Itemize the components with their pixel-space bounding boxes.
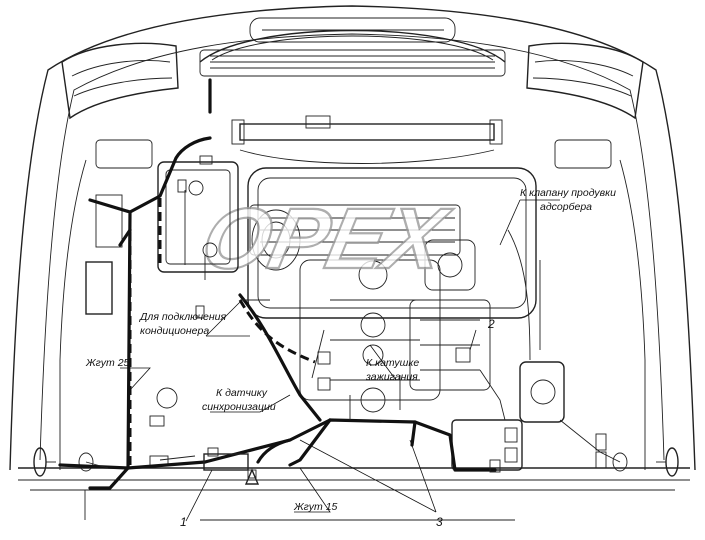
label-harness-25: Жгут 25	[85, 357, 130, 369]
dashed-harness	[128, 198, 316, 468]
label-ac-1: Для подключения	[139, 311, 226, 323]
main-harness	[58, 78, 497, 490]
callout-3: 3	[436, 515, 443, 529]
engine-block	[247, 167, 537, 413]
right-components	[451, 347, 565, 471]
callout-2: 2	[487, 317, 495, 331]
label-sync-sensor-1: К датчику	[216, 387, 268, 399]
radiator-upper-bar	[231, 115, 503, 164]
left-side-lamp	[33, 447, 94, 477]
label-ignition-coil-1: К катушке	[366, 357, 419, 369]
right-side-lamp	[612, 447, 679, 477]
label-absorber-valve-2: адсорбера	[540, 201, 592, 213]
left-headlamp	[61, 42, 179, 169]
label-ignition-coil-2: зажигания	[365, 371, 418, 383]
label-ac-2: кондиционера	[140, 325, 209, 337]
label-absorber-valve-1: К клапану продувки	[520, 187, 616, 199]
radiator-grille	[199, 17, 506, 77]
leader-lines	[120, 199, 560, 522]
callout-1: 1	[180, 515, 187, 529]
right-headlamp	[526, 42, 644, 169]
label-harness-15: Жгут 15	[293, 501, 338, 513]
left-fuse-box	[157, 161, 239, 273]
connectors	[177, 155, 607, 485]
left-relay-block	[85, 194, 178, 467]
label-sync-sensor-2: синхронизации	[202, 401, 276, 413]
